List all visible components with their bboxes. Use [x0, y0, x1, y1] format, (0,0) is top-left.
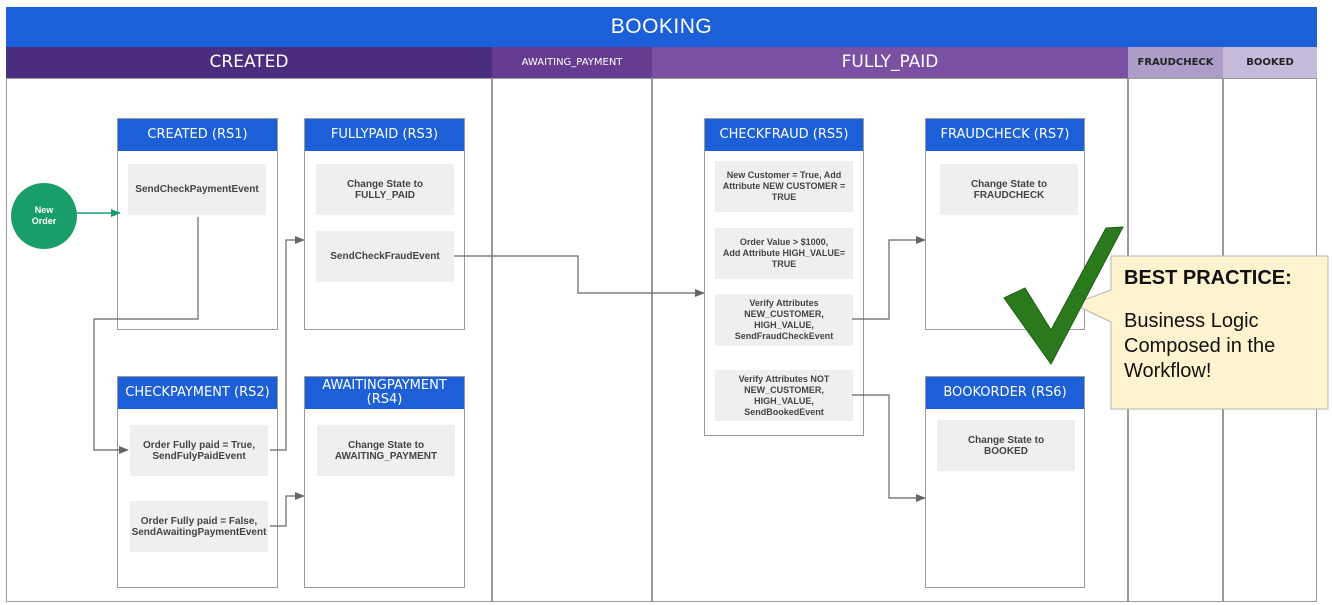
step-fully-paid-false: Order Fully paid = False, SendAwaitingPa…	[130, 501, 268, 552]
connector-rs5-to-rs6	[852, 394, 926, 502]
lane-header-booked: BOOKED	[1223, 47, 1317, 78]
lane-header-created: CREATED	[6, 47, 492, 78]
card-rs1-title: CREATED (RS1)	[118, 119, 277, 151]
step-change-state-awaiting: Change State to AWAITING_PAYMENT	[317, 425, 455, 476]
step-order-value: Order Value > $1000, Add Attribute HIGH_…	[715, 228, 853, 279]
step-fully-paid-true: Order Fully paid = True, SendFulyPaidEve…	[130, 425, 268, 476]
connector-rs3-to-rs5	[454, 255, 705, 297]
lane-created	[6, 78, 492, 602]
callout-body: Business Logic Composed in the Workflow!	[1124, 310, 1276, 382]
card-rs5-title: CHECKFRAUD (RS5)	[705, 119, 863, 151]
callout-best-practice: BEST PRACTICE: Business Logic Composed i…	[1112, 256, 1328, 408]
step-change-state-fully-paid: Change State to FULLY_PAID	[316, 164, 454, 215]
start-node: New Order	[11, 183, 77, 249]
card-rs2: CHECKPAYMENT (RS2) Order Fully paid = Tr…	[117, 376, 278, 588]
connector-rs1-to-rs2	[93, 217, 199, 454]
lane-header-awaiting-payment: AWAITING_PAYMENT	[492, 47, 652, 78]
lane-header-fraudcheck: FRAUDCHECK	[1128, 47, 1223, 78]
card-rs7: FRAUDCHECK (RS7) Change State to FRAUDCH…	[925, 118, 1085, 330]
step-new-customer: New Customer = True, Add Attribute NEW C…	[715, 161, 853, 212]
step-verify-attributes: Verify Attributes NEW_CUSTOMER, HIGH_VAL…	[715, 294, 853, 346]
card-rs3-title: FULLYPAID (RS3)	[305, 119, 464, 151]
step-verify-attributes-not: Verify Attributes NOT NEW_CUSTOMER, HIGH…	[715, 370, 853, 421]
step-send-check-fraud: SendCheckFraudEvent	[316, 231, 454, 282]
card-rs6-title: BOOKORDER (RS6)	[926, 377, 1084, 409]
lane-header-fully-paid: FULLY_PAID	[652, 47, 1128, 78]
card-rs6: BOOKORDER (RS6) Change State to BOOKED	[925, 376, 1085, 588]
connector-rs5-to-rs7	[852, 236, 926, 320]
step-change-state-fraudcheck: Change State to FRAUDCHECK	[940, 164, 1078, 215]
card-rs2-title: CHECKPAYMENT (RS2)	[118, 377, 277, 409]
diagram-title: BOOKING	[6, 7, 1317, 47]
connector-rs2-to-rs3	[270, 236, 305, 451]
step-change-state-booked: Change State to BOOKED	[937, 420, 1075, 471]
lane-awaiting-payment	[492, 78, 652, 602]
card-rs4-title: AWAITINGPAYMENT (RS4)	[305, 377, 464, 409]
card-rs1: CREATED (RS1) SendCheckPaymentEvent	[117, 118, 278, 330]
card-rs5: CHECKFRAUD (RS5) New Customer = True, Ad…	[704, 118, 864, 436]
callout-shape	[1071, 255, 1329, 410]
card-rs7-title: FRAUDCHECK (RS7)	[926, 119, 1084, 151]
card-rs4: AWAITINGPAYMENT (RS4) Change State to AW…	[304, 376, 465, 588]
check-mark-icon	[1003, 226, 1124, 365]
card-rs3: FULLYPAID (RS3) Change State to FULLY_PA…	[304, 118, 465, 330]
step-send-check-payment: SendCheckPaymentEvent	[128, 164, 266, 215]
callout-heading: BEST PRACTICE:	[1124, 267, 1292, 289]
connector-rs2-to-rs4	[270, 492, 305, 527]
